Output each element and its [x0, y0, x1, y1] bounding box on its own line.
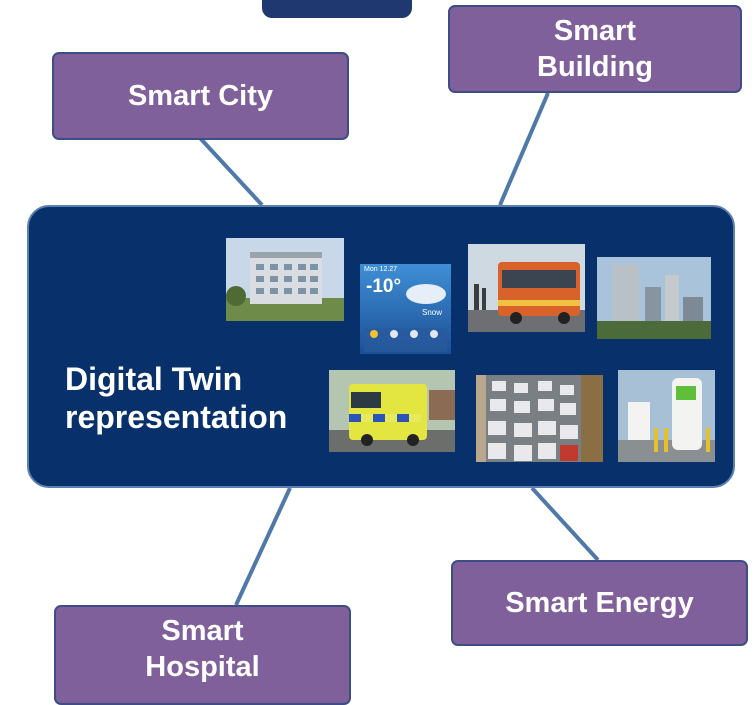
digital-twin-label-line1: Digital Twin — [65, 361, 243, 397]
weather-date: Mon 12.27 — [364, 266, 398, 273]
node-smart-city-label: Smart City — [127, 80, 274, 112]
connector-smart-hospital — [234, 487, 292, 606]
ev-charger-photo — [618, 370, 715, 462]
office-building-photo — [226, 238, 344, 321]
digital-twin-label: Digital Twin representation — [65, 360, 287, 436]
connector-smart-city — [198, 136, 264, 207]
title-banner-fragment — [262, 0, 412, 18]
weather-widget-photo: Mon 12.27 -10° Snow — [360, 264, 451, 354]
digital-twin-label-line2: representation — [65, 399, 288, 435]
weather-temperature: -10° — [366, 276, 402, 297]
ambulance-photo — [329, 370, 455, 452]
connector-smart-energy — [530, 486, 600, 562]
node-smart-building-line2: Building — [537, 51, 653, 83]
traffic-photo — [476, 375, 603, 462]
skyscrapers-photo — [597, 257, 711, 339]
node-smart-hospital-line1: Smart — [161, 615, 244, 647]
node-smart-city[interactable]: Smart City — [52, 52, 349, 140]
node-smart-building[interactable]: Smart Building — [448, 5, 742, 93]
node-smart-hospital-line2: Hospital — [145, 651, 260, 683]
node-smart-energy[interactable]: Smart Energy — [451, 560, 748, 646]
connector-smart-building — [498, 92, 550, 206]
node-smart-energy-label: Smart Energy — [505, 587, 694, 619]
node-smart-building-line1: Smart — [553, 15, 637, 47]
bus-photo — [468, 244, 585, 332]
weather-condition: Snow — [422, 308, 443, 317]
node-smart-hospital[interactable]: Smart Hospital — [54, 605, 351, 705]
